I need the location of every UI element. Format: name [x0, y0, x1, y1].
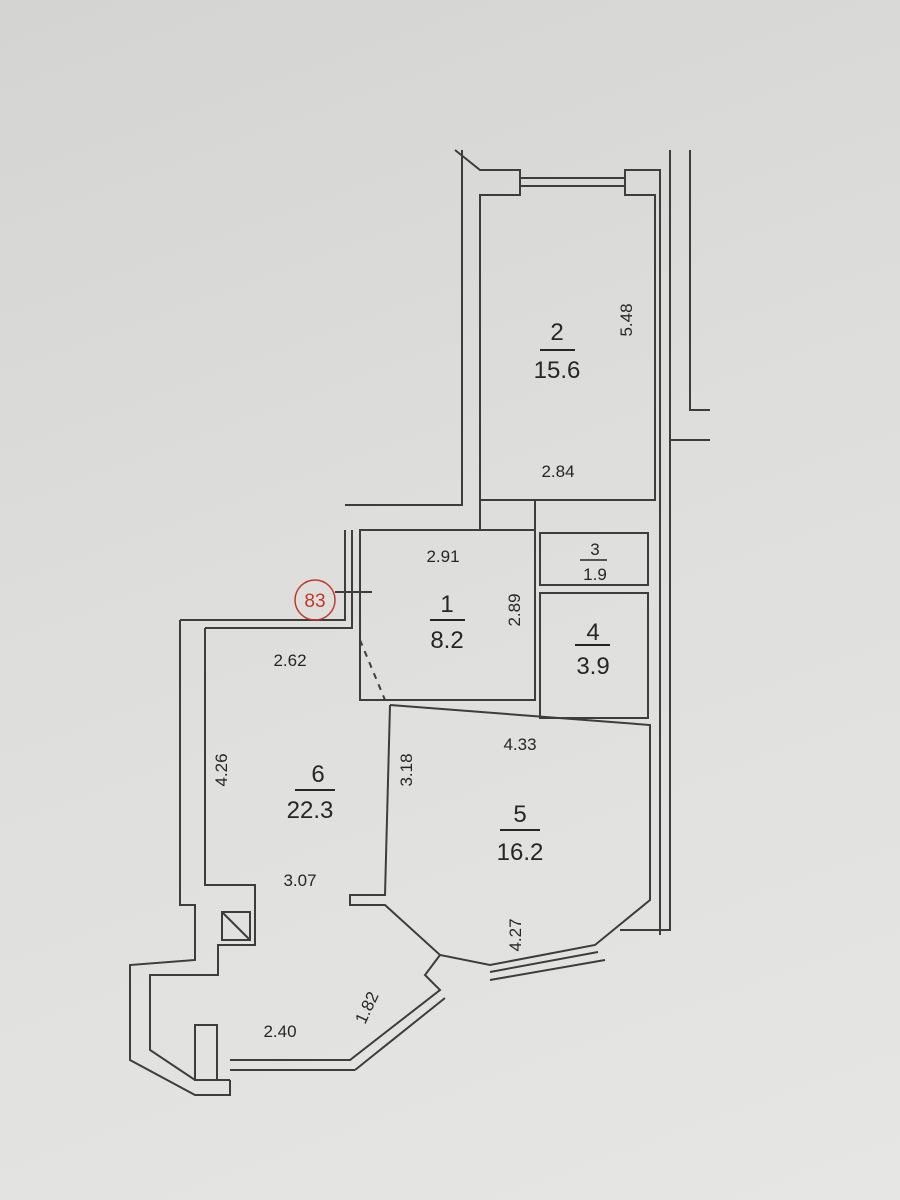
room-dim: 2.62 — [273, 651, 306, 670]
room-2: 2 15.6 5.48 2.84 — [534, 303, 636, 481]
room-1: 2.91 1 8.2 2.89 — [426, 547, 524, 654]
walls — [129, 149, 710, 1096]
room-6: 2.62 4.26 6 22.3 3.07 2.40 1.82 — [212, 651, 383, 1041]
room-dim: 2.91 — [426, 547, 459, 566]
room-dim: 4.27 — [506, 918, 525, 951]
room-4: 4 3.9 — [575, 619, 610, 680]
room-dim: 2.89 — [505, 593, 524, 626]
room-area: 22.3 — [287, 797, 334, 824]
marker-83: 83 — [294, 579, 372, 621]
room-5: 4.33 3.18 5 16.2 4.27 — [397, 735, 543, 952]
room-dim: 3.07 — [283, 871, 316, 890]
room-number: 2 — [550, 319, 563, 346]
room-number: 6 — [311, 761, 324, 788]
room-number: 1 — [440, 591, 453, 618]
marker-label: 83 — [304, 591, 325, 612]
room-dim: 3.18 — [397, 753, 416, 786]
room-number: 5 — [513, 801, 526, 828]
room-area: 1.9 — [583, 565, 607, 584]
room-area: 3.9 — [576, 653, 609, 680]
room-dim: 2.84 — [541, 462, 574, 481]
room-number: 4 — [586, 619, 599, 646]
room-3: 3 1.9 — [580, 540, 607, 584]
room-dim: 4.26 — [212, 753, 231, 786]
room-dim: 5.48 — [617, 303, 636, 336]
room-area: 16.2 — [497, 839, 544, 866]
room-area: 15.6 — [534, 357, 581, 384]
room-number: 3 — [590, 540, 599, 559]
room-dim: 1.82 — [351, 989, 382, 1027]
room-dim: 2.40 — [263, 1022, 296, 1041]
room-dim: 4.33 — [503, 735, 536, 754]
room-area: 8.2 — [430, 627, 463, 654]
